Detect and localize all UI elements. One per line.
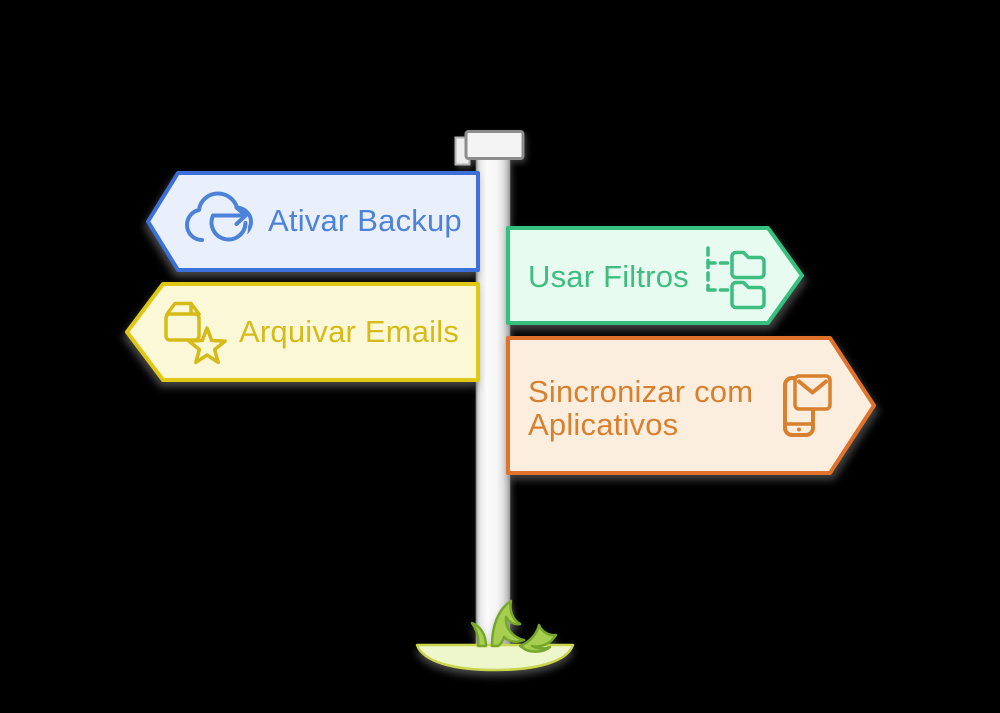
sign-label-sincronizar-aplicativos: Sincronizar com Aplicativos xyxy=(528,375,753,441)
sign-label-ativar-backup: Ativar Backup xyxy=(268,203,462,238)
sign-usar-filtros xyxy=(506,226,804,325)
sign-ativar-backup xyxy=(146,171,480,272)
sign-arquivar-emails xyxy=(125,282,480,382)
sign-panel xyxy=(506,336,876,475)
sign-label-usar-filtros: Usar Filtros xyxy=(528,259,689,294)
post xyxy=(454,130,525,651)
sign-label-line-1: Sincronizar com xyxy=(528,374,754,409)
post-cap xyxy=(464,130,525,160)
sign-label-line-2: Aplicativos xyxy=(528,407,679,442)
folder-tree-icon xyxy=(706,246,766,310)
grass-blades xyxy=(470,599,558,653)
cloud-sync-icon xyxy=(185,191,253,248)
sign-sincronizar-aplicativos xyxy=(506,336,876,475)
sign-label-arquivar-emails: Arquivar Emails xyxy=(239,314,460,349)
post-pole xyxy=(475,155,511,651)
grass xyxy=(415,599,575,672)
sign-panel xyxy=(506,226,804,325)
archive-star-icon xyxy=(164,301,227,365)
phone-mail-icon xyxy=(783,374,832,437)
